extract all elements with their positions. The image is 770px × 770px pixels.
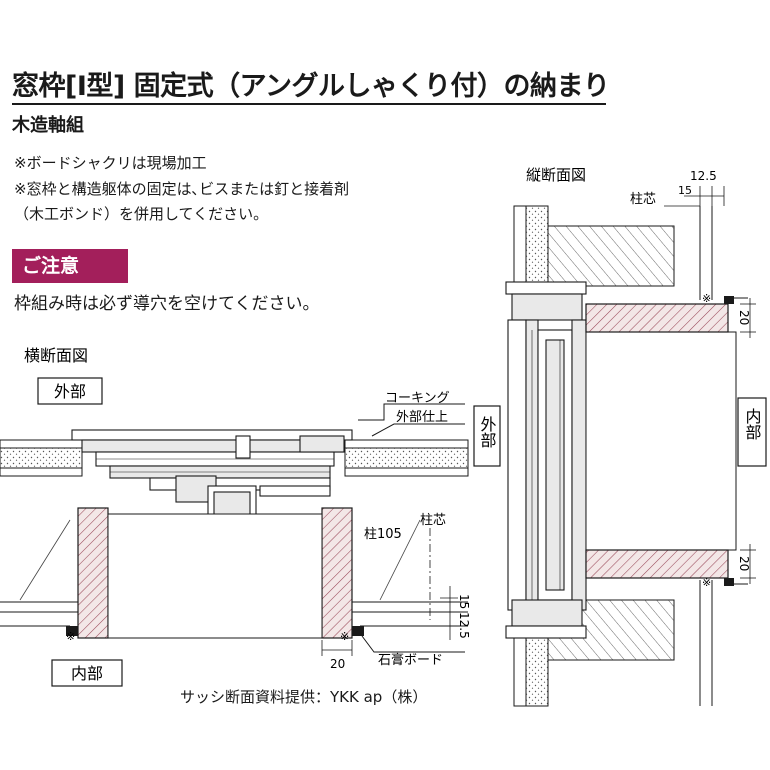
horizontal-mark-left: ※: [66, 630, 75, 643]
exterior-finish-label: 外部仕上: [396, 410, 448, 425]
gypsum-board-leader: [361, 635, 465, 653]
vertical-mark-top: ※: [702, 292, 711, 305]
vertical-inside-label: 内部: [743, 408, 762, 440]
inside-label: 内部: [71, 664, 103, 683]
caulking-leader: [358, 403, 465, 421]
wall-insulation-left: [0, 447, 83, 469]
upper-wall-insulation: [525, 205, 549, 289]
horizontal-mark-right: ※: [340, 630, 349, 643]
vertical-dim-12-5: 12.5: [690, 169, 717, 183]
outside-label-box: [37, 377, 103, 405]
horizontal-dim-20: 20: [330, 657, 345, 671]
title-underline: [12, 103, 606, 105]
pillar-center-label: 柱芯: [420, 513, 446, 528]
vertical-section-title: 縦断面図: [526, 166, 586, 184]
vertical-outside-label: 外部: [478, 416, 497, 448]
outside-label: 外部: [54, 382, 86, 401]
vertical-outside-label-box: [473, 405, 501, 467]
horizontal-section-title: 横断面図: [24, 346, 88, 365]
exterior-finish-leader: [371, 423, 465, 437]
wall-siding-left: [0, 439, 83, 449]
window-frame-head: [585, 303, 729, 333]
page-subtitle: 木造軸組: [12, 115, 84, 136]
vertical-dim-20-top: 20: [737, 310, 751, 325]
caution-badge: ご注意: [12, 249, 128, 283]
credit-text: サッシ断面資料提供：YKK ap（株）: [180, 688, 428, 706]
wall-siding-right: [344, 439, 469, 449]
window-opening-vertical: [585, 331, 737, 551]
upper-header-beam: [547, 225, 675, 287]
horizontal-dim-12-5: 12.5: [457, 612, 471, 639]
window-opening-horizontal: [107, 513, 323, 639]
inside-label-box: [51, 659, 123, 687]
vertical-pillar-center-label: 柱芯: [630, 192, 656, 207]
vertical-section: 縦断面図: [473, 166, 767, 707]
gypsum-board-label: 石膏ボード: [378, 652, 443, 668]
caulking-label: コーキング: [385, 391, 450, 406]
page-title: 窓枠[I型] 固定式（アングルしゃくり付）の納まり: [12, 71, 610, 102]
wall-sheathing-left: [0, 467, 83, 477]
vertical-inside-label-box: [737, 397, 767, 467]
vertical-dim-20-bottom: 20: [737, 556, 751, 571]
note-line-3: （木工ボンド）を併用してください。: [14, 205, 269, 223]
wall-insulation-right: [344, 447, 469, 469]
note-line-1: ※ボードシャクリは現場加工: [14, 154, 207, 172]
horizontal-section: 横断面図 外部: [0, 346, 471, 687]
vertical-mark-bottom: ※: [702, 576, 711, 589]
window-frame-jamb-right: [321, 507, 353, 639]
board-notch-right: [352, 626, 364, 636]
note-line-2: ※窓枠と構造躯体の固定は､ビスまたは釘と接着剤: [14, 180, 350, 198]
wall-sheathing-right: [344, 467, 469, 477]
board-notch-left: [66, 626, 78, 636]
horizontal-dim-15: 15: [457, 594, 471, 609]
pillar-label: 柱105: [364, 527, 402, 542]
window-frame-jamb-left: [77, 507, 109, 639]
vertical-dim-15: 15: [678, 184, 692, 197]
caution-text: 枠組み時は必ず導穴を空けてください。: [14, 294, 320, 314]
window-frame-sill: [585, 549, 729, 579]
sash-frame-vertical: [505, 281, 587, 639]
